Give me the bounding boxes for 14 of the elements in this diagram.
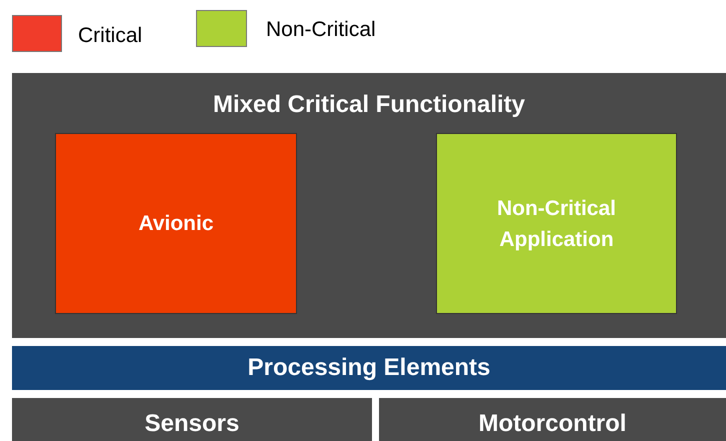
node-label: Processing Elements <box>248 353 490 383</box>
layer-panel <box>12 398 372 441</box>
legend-label: Critical <box>78 23 142 49</box>
node-label: Motorcontrol <box>478 409 626 439</box>
legend-label: Non-Critical <box>266 17 376 43</box>
layer-bar <box>12 346 726 390</box>
node-label: Avionic <box>137 210 215 237</box>
node-label: Mixed Critical Functionality <box>212 90 526 120</box>
node-label: Non-Critical Application <box>496 196 617 252</box>
layer-panel <box>379 398 726 441</box>
node-label: Sensors <box>144 409 240 439</box>
block <box>55 133 297 314</box>
layer-panel <box>12 73 726 338</box>
block <box>436 133 677 314</box>
